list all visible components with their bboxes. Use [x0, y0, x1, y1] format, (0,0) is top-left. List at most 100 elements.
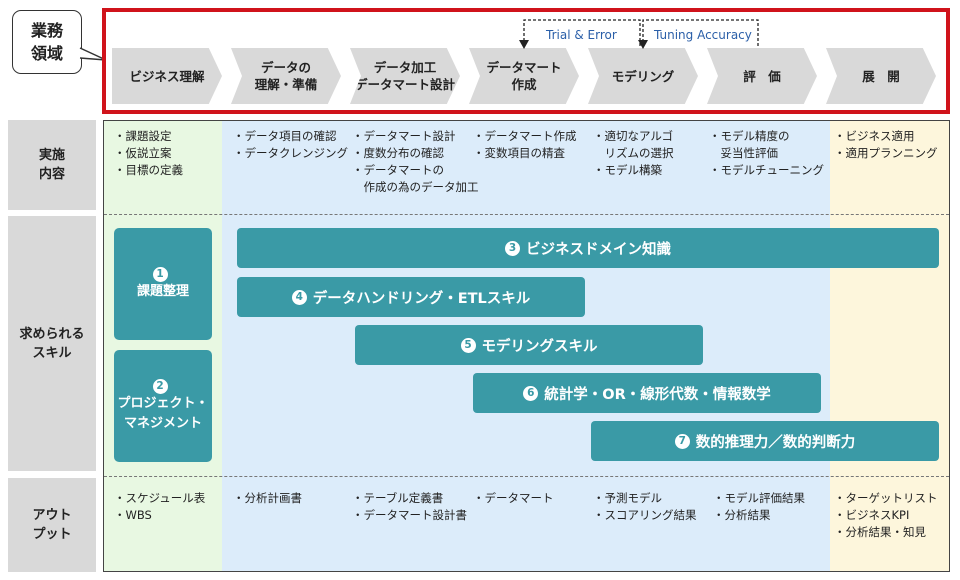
stage-label: 評 価 — [743, 68, 781, 84]
stage-deployment: 展 開 — [826, 48, 936, 104]
stage-data-understanding: データの理解・準備 — [231, 48, 341, 104]
activity-item: ・目標の定義 — [114, 163, 183, 177]
output-item: ・ターゲットリスト — [834, 491, 938, 505]
stage-label-sub: 理解・準備 — [254, 77, 318, 92]
activities-cell-modeling: ・適切なアルゴ リズムの選択 ・モデル構築 — [593, 128, 674, 179]
feedback-loop-arrows — [519, 19, 759, 49]
row-head-line: 実施 — [38, 148, 65, 163]
skill-box-label: 課題整理 — [136, 283, 189, 299]
stage-modeling: モデリング — [588, 48, 698, 104]
stage-label: データ加工 — [373, 60, 437, 75]
activity-item: ・度数分布の確認 — [352, 146, 444, 160]
bg-business-column — [104, 121, 222, 571]
stage-evaluation: 評 価 — [707, 48, 817, 104]
output-item: ・予測モデル — [593, 491, 662, 505]
skill-bar-label: 統計学・OR・線形代数・情報数学 — [544, 386, 771, 403]
callout-line1: 業務 — [30, 21, 63, 40]
skill-bar-numerical-reasoning: 7 数的推理力／数的判断力 — [591, 421, 939, 461]
output-item: ・ビジネスKPI — [834, 508, 910, 522]
skill-number-badge: 1 — [152, 266, 168, 282]
output-item: ・分析結果 — [713, 508, 771, 522]
stage-label-sub: データマート設計 — [354, 77, 455, 92]
activity-item: 妥当性評価 — [709, 146, 778, 160]
bg-deployment-column — [830, 121, 949, 571]
outputs-cell-data-processing: ・テーブル定義書 ・データマート設計書 — [352, 490, 467, 524]
outputs-cell-datamart: ・データマート — [473, 490, 554, 507]
row-head-line: スキル — [32, 345, 72, 361]
activity-item: ・モデル構築 — [593, 163, 662, 177]
stage-data-processing: データ加工データマート設計 — [350, 48, 460, 104]
output-item: ・データマート設計書 — [352, 508, 467, 522]
output-item: ・スケジュール表 — [114, 491, 206, 505]
skill-number-badge: 4 — [291, 289, 307, 305]
skill-number-badge: 6 — [523, 385, 539, 401]
output-item: ・モデル評価結果 — [713, 491, 805, 505]
activity-item: ・モデルチューニング — [709, 163, 824, 177]
activities-cell-data-processing: ・データマート設計 ・度数分布の確認 ・データマートの 作成の為のデータ加工 — [352, 128, 479, 196]
activity-item: ・課題設定 — [114, 129, 172, 143]
content-border — [103, 120, 950, 572]
activity-item: ・適用プランニング — [834, 146, 938, 160]
outputs-cell-data-understanding: ・分析計画書 — [233, 490, 302, 507]
activity-item: ・データマートの — [352, 163, 444, 177]
skill-box-project-management: 2 プロジェクト・ マネジメント — [114, 350, 212, 462]
skill-bar-business-domain: 3 ビジネスドメイン知識 — [237, 228, 939, 268]
skill-bar-label: ビジネスドメイン知識 — [526, 241, 671, 258]
domain-callout: 業務 領域 — [12, 10, 82, 74]
output-item: ・分析計画書 — [233, 491, 302, 505]
tuning-arrowhead-icon — [638, 40, 648, 49]
activity-item: ・データマート作成 — [473, 129, 577, 143]
stage-label: データマート — [486, 60, 562, 75]
trial-error-label: Trial & Error — [546, 28, 617, 42]
outputs-cell-modeling: ・予測モデル ・スコアリング結果 — [593, 490, 697, 524]
row-head-line: プット — [32, 527, 72, 542]
activity-item: リズムの選択 — [593, 146, 674, 160]
activities-cell-datamart: ・データマート作成 ・変数項目の精査 — [473, 128, 577, 162]
skill-number-badge: 2 — [152, 378, 168, 394]
activity-item: ・データマート設計 — [352, 129, 456, 143]
stage-label: 展 開 — [862, 68, 900, 84]
stage-label-sub: 作成 — [511, 77, 537, 92]
output-item: ・テーブル定義書 — [352, 491, 444, 505]
activity-item: ・変数項目の精査 — [473, 146, 565, 160]
skill-bar-label: 数的推理力／数的判断力 — [695, 434, 856, 451]
skill-box-issue-organization: 1 課題整理 — [114, 228, 212, 340]
stage-label: ビジネス理解 — [129, 68, 205, 84]
skill-number-badge: 3 — [505, 240, 520, 256]
activity-item: ・適切なアルゴ — [593, 129, 674, 143]
trial-error-loop-line — [523, 19, 641, 46]
activity-item: ・データ項目の確認 — [233, 129, 337, 143]
skill-bar-statistics: 6 統計学・OR・線形代数・情報数学 — [473, 373, 821, 413]
skill-bar-label: モデリングスキル — [481, 338, 598, 355]
activities-cell-deployment: ・ビジネス適用 ・適用プランニング — [834, 128, 938, 162]
stage-datamart-creation: データマート作成 — [469, 48, 579, 104]
activities-cell-data-understanding: ・データ項目の確認 ・データクレンジング — [233, 128, 348, 162]
skill-bar-modeling: 5 モデリングスキル — [355, 325, 703, 365]
output-item: ・分析結果・知見 — [834, 525, 926, 539]
stage-label: データの — [260, 60, 311, 75]
activity-item: ・ビジネス適用 — [834, 129, 915, 143]
output-item: ・スコアリング結果 — [593, 508, 697, 522]
skill-bar-data-handling: 4 データハンドリング・ETLスキル — [237, 277, 585, 317]
row-head-line: 内容 — [38, 167, 65, 182]
activity-item: ・モデル精度の — [709, 129, 790, 143]
activity-item: ・データクレンジング — [233, 146, 348, 160]
activity-item: 作成の為のデータ加工 — [352, 180, 479, 194]
skill-box-label-sub: マネジメント — [123, 415, 202, 431]
tuning-loop-line — [642, 19, 759, 46]
activity-item: ・仮説立案 — [114, 146, 172, 160]
skill-bar-label: データハンドリング・ETLスキル — [312, 290, 531, 307]
row-head-activities: 実施内容 — [8, 120, 96, 210]
stage-business-understanding: ビジネス理解 — [112, 48, 222, 104]
activities-cell-evaluation: ・モデル精度の 妥当性評価 ・モデルチューニング — [709, 128, 824, 179]
trial-error-arrowhead-icon — [519, 40, 529, 49]
divider-activities-skills — [104, 214, 949, 215]
outputs-cell-deployment: ・ターゲットリスト ・ビジネスKPI ・分析結果・知見 — [834, 490, 938, 541]
skill-number-badge: 7 — [674, 433, 690, 449]
skill-box-label: プロジェクト・ — [117, 395, 209, 411]
skill-number-badge: 5 — [460, 337, 476, 353]
stage-label: モデリング — [611, 68, 675, 84]
callout-line2: 領域 — [30, 44, 63, 63]
divider-skills-outputs — [104, 476, 949, 477]
activities-cell-business: ・課題設定 ・仮説立案 ・目標の定義 — [114, 128, 183, 179]
